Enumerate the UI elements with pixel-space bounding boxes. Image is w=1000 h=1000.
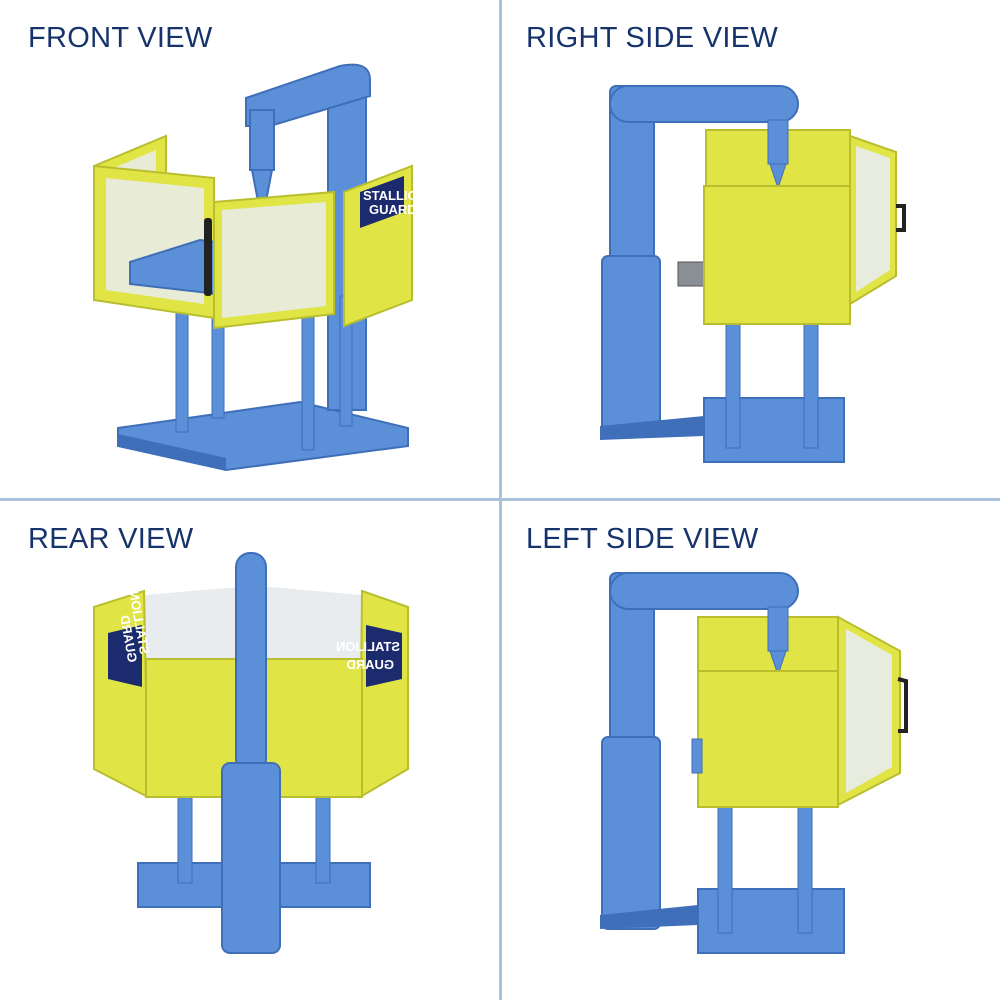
front-view-drawing: STALLION GUARD — [93, 63, 427, 472]
base-plate-edge — [118, 434, 226, 470]
arm — [609, 572, 799, 610]
leg — [797, 802, 813, 934]
arm — [245, 63, 371, 127]
brand-line1-mirrored: STALLION — [336, 639, 400, 654]
arm — [609, 85, 799, 123]
right-side-view-panel: RIGHT SIDE VIEW — [502, 0, 1000, 497]
side-door-window — [856, 146, 890, 292]
door-handle — [897, 677, 908, 733]
leg — [803, 317, 819, 449]
right-view-title: RIGHT SIDE VIEW — [526, 22, 779, 54]
left-view-title: LEFT SIDE VIEW — [526, 523, 759, 555]
brand-line1: STALLION — [363, 188, 427, 203]
rear-view-drawing: STALLION GUARD STALLION GUARD — [93, 552, 409, 954]
table-end — [691, 738, 703, 774]
spindle-tip — [769, 163, 787, 190]
guard-side-panel — [703, 185, 851, 325]
leg — [725, 317, 741, 449]
base-foot — [600, 416, 704, 440]
column-lower — [601, 255, 661, 437]
left-brand-plate: STALLION GUARD — [108, 590, 152, 687]
front-door-window — [222, 202, 326, 318]
base-plate — [703, 397, 845, 463]
base-plate — [117, 400, 409, 472]
brand-plate — [360, 176, 404, 228]
horizontal-divider — [0, 498, 1000, 501]
spindle — [767, 119, 789, 165]
right-brand-plate: STALLION GUARD — [336, 625, 402, 687]
brand-line2: GUARD — [369, 202, 417, 217]
right-angled-panel — [358, 589, 409, 799]
right-view-drawing — [600, 85, 906, 463]
front-view-panel: FRONT VIEW — [0, 0, 498, 497]
spindle — [767, 606, 789, 652]
leg — [301, 299, 315, 451]
side-door-window — [846, 629, 892, 793]
column-lower — [221, 762, 281, 954]
rear-view-title: REAR VIEW — [28, 523, 194, 555]
column-lower — [601, 736, 661, 930]
spindle-tip — [250, 169, 274, 223]
rear-view-panel: REAR VIEW STALLION GUARD STALLION — [0, 501, 498, 998]
door-handle — [204, 218, 212, 296]
base-foot — [600, 905, 698, 929]
column-upper — [235, 552, 267, 774]
brand-line2-mirrored: GUARD — [346, 657, 394, 672]
spindle — [249, 109, 275, 171]
spindle-tip — [769, 650, 787, 677]
front-view-title: FRONT VIEW — [28, 22, 213, 54]
door-handle — [896, 204, 906, 232]
left-view-drawing — [600, 572, 908, 954]
left-side-view-panel: LEFT SIDE VIEW — [502, 501, 1000, 998]
guard-side-panel — [697, 670, 839, 808]
leg — [717, 802, 733, 934]
